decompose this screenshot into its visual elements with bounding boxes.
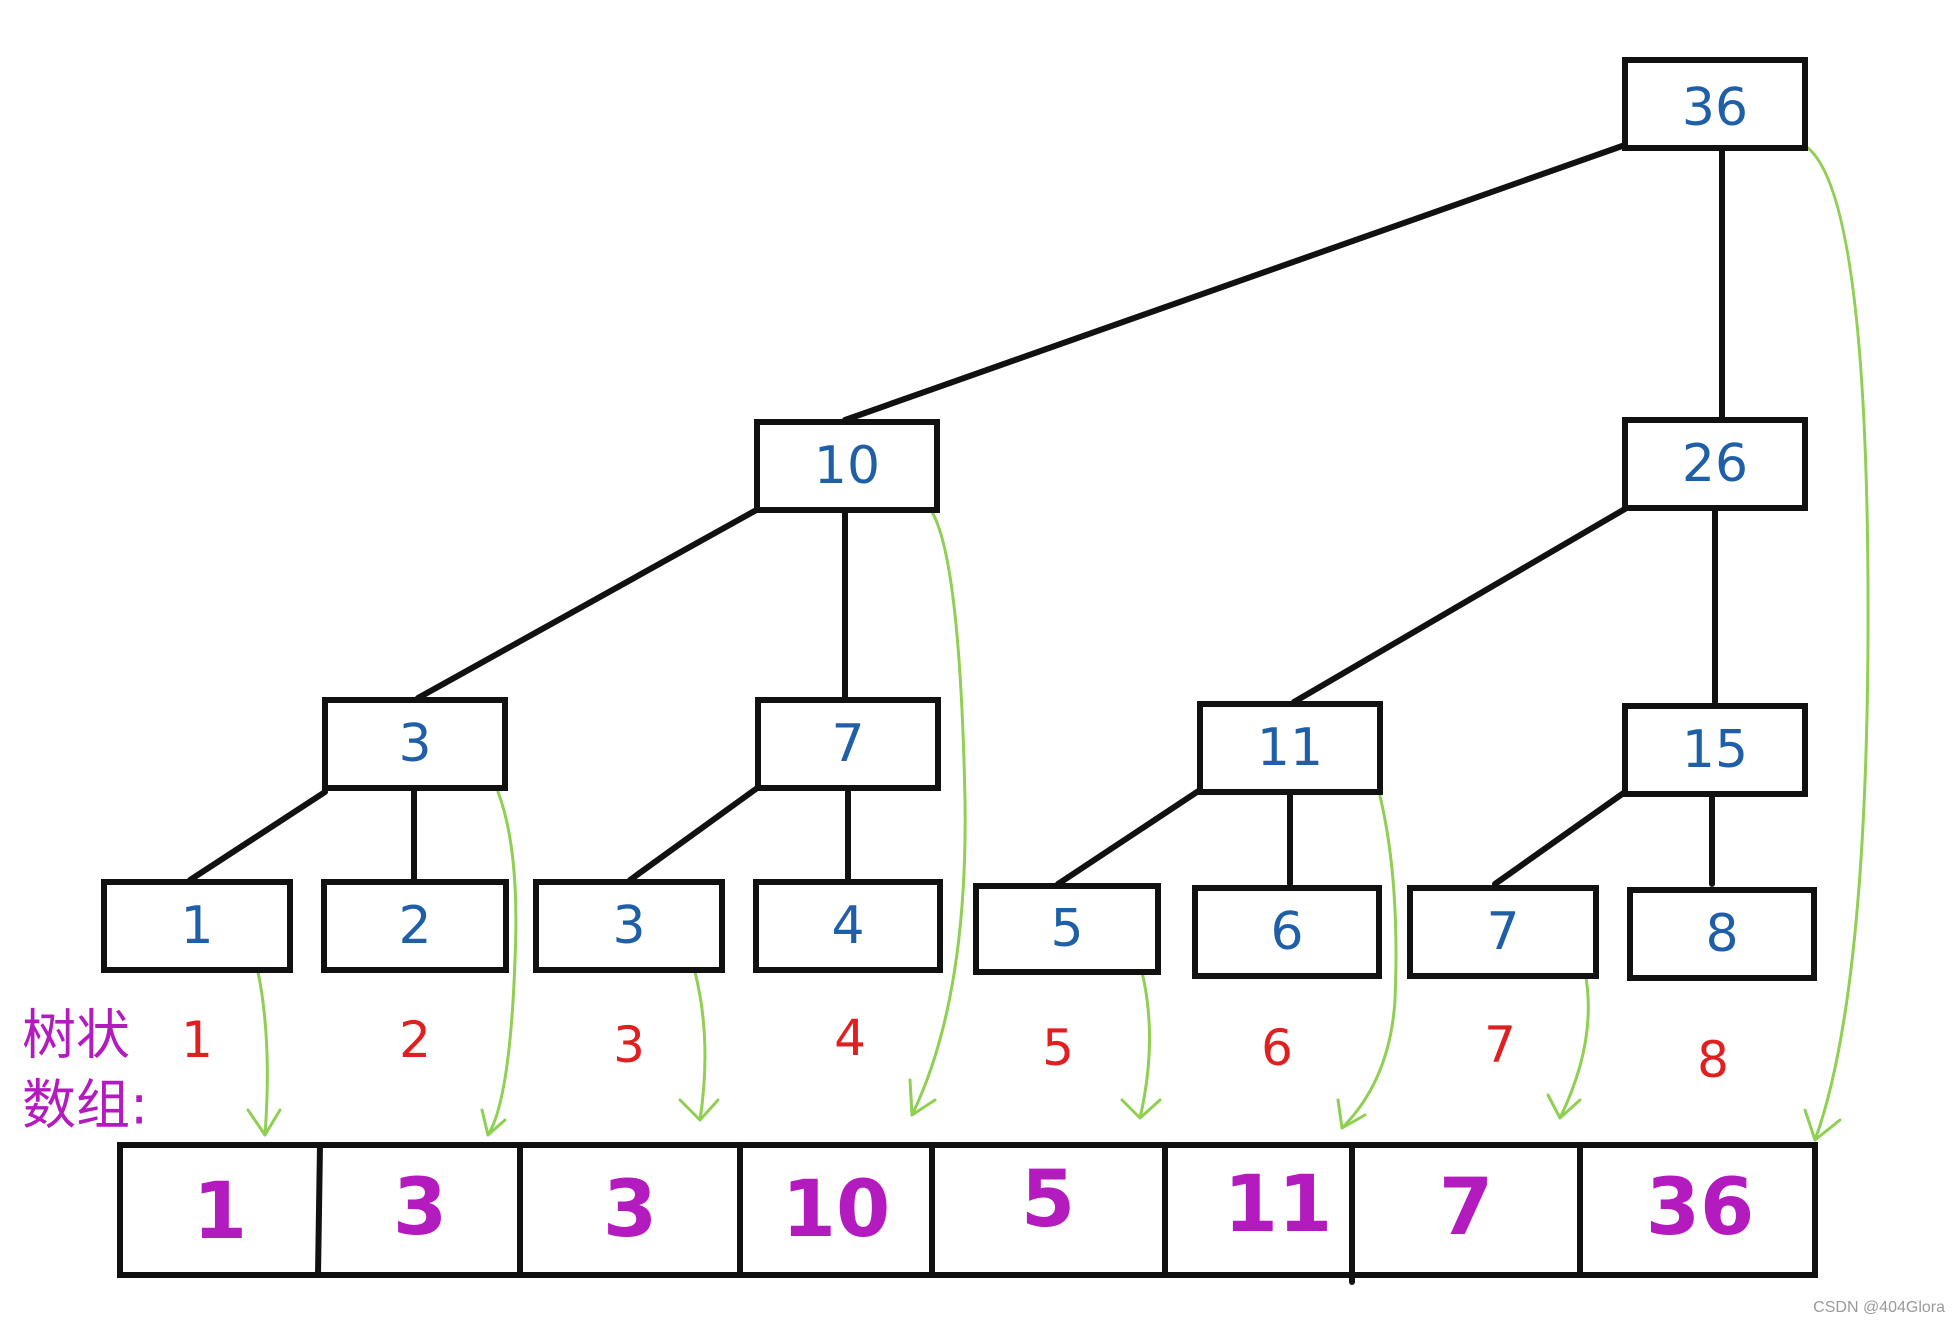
tree-leaf-value: 7 bbox=[1486, 902, 1519, 962]
array-label-line2: 数组: bbox=[22, 1074, 148, 1137]
array-label: 树状 数组: bbox=[22, 1004, 148, 1137]
tree-node-value: 10 bbox=[814, 436, 880, 496]
array-cell-value: 5 bbox=[1021, 1155, 1075, 1245]
arrow-node-10 bbox=[908, 510, 967, 1117]
index-label: 2 bbox=[399, 1011, 431, 1069]
array-cell-value: 7 bbox=[1439, 1163, 1493, 1253]
tree-leaf-5: 5 bbox=[973, 883, 1161, 975]
index-label: 8 bbox=[1697, 1031, 1729, 1089]
array-cell-value: 10 bbox=[782, 1165, 891, 1255]
edge-3-1 bbox=[187, 789, 328, 883]
tree-array: 1 3 3 10 5 11 7 36 bbox=[117, 1142, 1818, 1285]
tree-node-value: 3 bbox=[398, 714, 431, 774]
tree-node-value: 26 bbox=[1682, 434, 1748, 494]
array-cell-value: 36 bbox=[1646, 1163, 1755, 1253]
tree-leaf-value: 1 bbox=[180, 896, 213, 956]
tree-leaf-value: 5 bbox=[1050, 899, 1083, 959]
tree-leaf-value: 8 bbox=[1705, 904, 1738, 964]
tree-node-value: 7 bbox=[831, 714, 864, 774]
cell-divider bbox=[315, 1142, 323, 1278]
edge-7-3 bbox=[627, 783, 763, 883]
edge-15-7 bbox=[1492, 789, 1628, 887]
tree-leaf-6: 6 bbox=[1192, 885, 1382, 979]
tree-leaf-4: 4 bbox=[753, 879, 943, 973]
tree-leaf-value: 4 bbox=[831, 896, 864, 956]
arrow-leaf-3 bbox=[678, 970, 720, 1122]
arrow-node-3 bbox=[480, 790, 518, 1137]
tree-leaf-2: 2 bbox=[321, 879, 509, 973]
tree-node-10: 10 bbox=[754, 419, 940, 513]
tree-node-root-value: 36 bbox=[1682, 78, 1748, 138]
arrow-node-36 bbox=[1803, 146, 1870, 1142]
edge-36-10 bbox=[842, 142, 1628, 423]
tree-node-3: 3 bbox=[322, 697, 508, 791]
tree-node-15: 15 bbox=[1622, 703, 1808, 797]
index-label: 6 bbox=[1261, 1019, 1293, 1077]
edge-26-11 bbox=[1291, 503, 1633, 705]
array-cell-value: 1 bbox=[193, 1167, 247, 1257]
edge-10-3 bbox=[415, 505, 763, 701]
tree-node-7: 7 bbox=[755, 697, 941, 791]
index-label: 1 bbox=[181, 1011, 213, 1069]
tree-leaf-value: 6 bbox=[1270, 902, 1303, 962]
array-cell-value: 11 bbox=[1224, 1160, 1333, 1250]
tree-leaf-8: 8 bbox=[1627, 887, 1817, 981]
index-label: 5 bbox=[1042, 1019, 1074, 1077]
array-cell-value: 3 bbox=[393, 1163, 447, 1253]
tree-leaf-7: 7 bbox=[1407, 885, 1599, 979]
tree-leaf-value: 3 bbox=[612, 896, 645, 956]
tree-nodes: 36 10 26 3 7 11 15 1 bbox=[101, 57, 1817, 981]
tree-node-value: 11 bbox=[1257, 718, 1323, 778]
watermark: CSDN @404Glora bbox=[1813, 1299, 1945, 1316]
tree-node-11: 11 bbox=[1197, 701, 1383, 795]
array-label-line1: 树状 bbox=[22, 1004, 130, 1067]
array-cell-value: 3 bbox=[603, 1165, 657, 1255]
arrow-leaf-5 bbox=[1120, 970, 1162, 1120]
mapping-arrows bbox=[246, 146, 1870, 1142]
tree-node-value: 15 bbox=[1682, 720, 1748, 780]
tree-leaf-3: 3 bbox=[533, 879, 725, 973]
tree-edges bbox=[187, 142, 1725, 887]
tree-node-root: 36 bbox=[1622, 57, 1808, 151]
arrow-leaf-7 bbox=[1546, 970, 1590, 1120]
index-label: 3 bbox=[613, 1016, 645, 1074]
index-labels: 1 2 3 4 5 6 7 8 bbox=[181, 1009, 1729, 1089]
arrow-node-11 bbox=[1336, 794, 1398, 1130]
tree-leaf-1: 1 bbox=[101, 879, 293, 973]
edge-11-5 bbox=[1055, 787, 1203, 887]
index-label: 7 bbox=[1484, 1016, 1516, 1074]
tree-node-26: 26 bbox=[1622, 417, 1808, 511]
tree-array-frame bbox=[117, 1142, 1818, 1278]
index-label: 4 bbox=[834, 1009, 866, 1067]
tree-leaf-value: 2 bbox=[398, 896, 431, 956]
arrow-leaf-1 bbox=[246, 970, 282, 1137]
